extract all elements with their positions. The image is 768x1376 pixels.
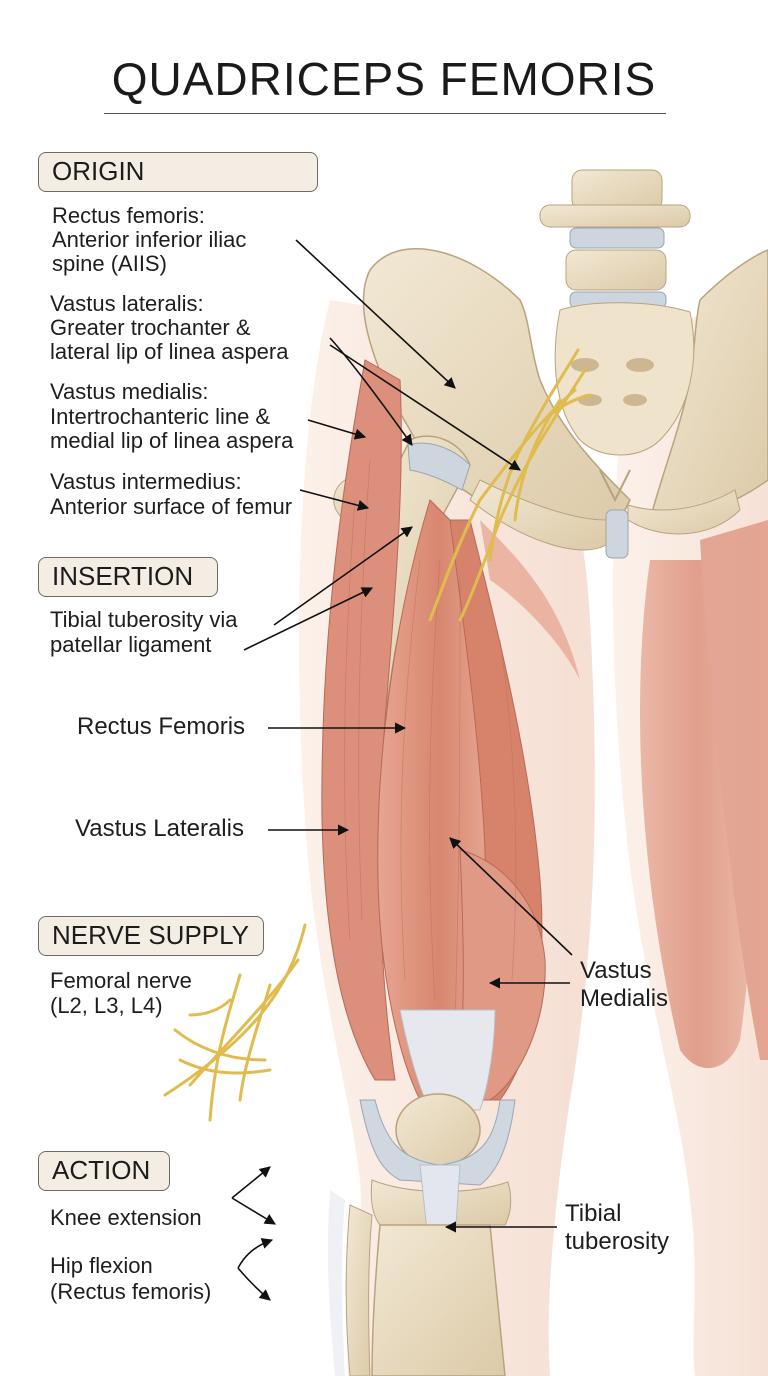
origin-lateralis-name: Vastus lateralis: [50, 291, 204, 316]
page-title: QUADRICEPS FEMORIS [111, 53, 657, 105]
label-vastus-medialis-1: Vastus [580, 957, 652, 984]
action-heading: ACTION [38, 1151, 170, 1191]
insertion-line1: Tibial tuberosity via [50, 607, 238, 632]
origin-medialis-line2: medial lip of linea aspera [50, 428, 294, 453]
insertion-heading: INSERTION [38, 557, 218, 597]
label-rectus-femoris: Rectus Femoris [77, 713, 246, 740]
title-underline [104, 113, 666, 114]
label-vastus-lateralis: Vastus Lateralis [75, 815, 244, 842]
label-tibial-tuberosity-1: Tibial [565, 1200, 622, 1227]
label-tibial-tuberosity-2: tuberosity [565, 1228, 670, 1255]
origin-rectus-name: Rectus femoris: [52, 203, 205, 228]
origin-heading: ORIGIN [38, 152, 318, 192]
nerve-line1: Femoral nerve [50, 968, 192, 993]
origin-lateralis-line1: Greater trochanter & [50, 315, 251, 340]
right-thigh-muscles [640, 520, 768, 1069]
origin-intermedius-line1: Anterior surface of femur [50, 494, 293, 519]
label-vastus-medialis-2: Medialis [580, 985, 669, 1012]
origin-medialis-line1: Intertrochanteric line & [50, 404, 271, 429]
leader-arrows [231, 239, 573, 1301]
origin-medialis-name: Vastus medialis: [50, 379, 209, 404]
action-hip-flexion-note: (Rectus femoris) [50, 1279, 212, 1304]
femoral-nerve [428, 348, 592, 622]
knee [327, 1009, 516, 1376]
action-knee-extension: Knee extension [50, 1205, 202, 1230]
origin-rectus-line2: spine (AIIS) [52, 251, 167, 276]
lumbar-spine [539, 169, 691, 309]
origin-rectus-line1: Anterior inferior iliac [52, 227, 247, 252]
thigh-muscles [321, 359, 580, 1101]
nerve-illustration [163, 923, 307, 1122]
nerve-supply-heading: NERVE SUPPLY [38, 916, 264, 956]
origin-intermedius-name: Vastus intermedius: [50, 469, 242, 494]
origin-lateralis-line2: lateral lip of linea aspera [50, 339, 289, 364]
insertion-line2: patellar ligament [50, 632, 212, 657]
nerve-line2: (L2, L3, L4) [50, 993, 163, 1018]
action-hip-flexion: Hip flexion [50, 1253, 153, 1278]
